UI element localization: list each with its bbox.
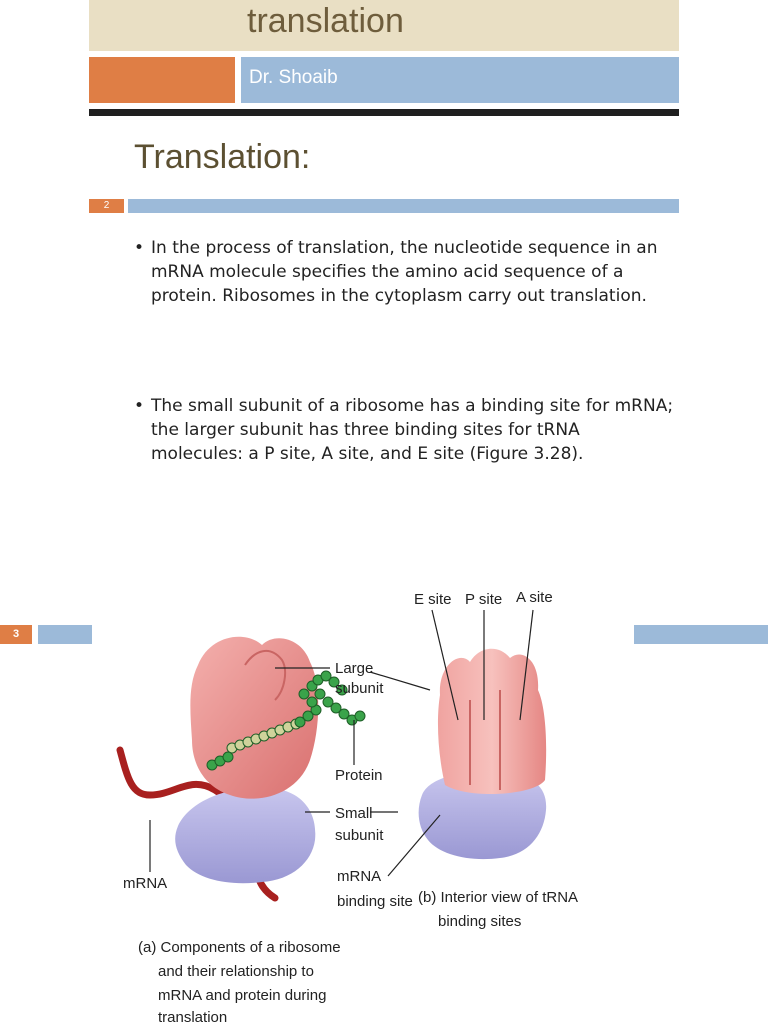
- bullet-text: In the process of translation, the nucle…: [151, 238, 658, 306]
- leader-lines: [149, 609, 534, 877]
- large-label: Large: [335, 660, 373, 677]
- ribosome-figure: E site P site A site Large subunit Prote…: [116, 590, 578, 1024]
- bullet-dot: •: [134, 396, 145, 416]
- amino-acid-bead: [336, 684, 348, 696]
- amino-acid-bead: [314, 688, 326, 700]
- small-subunit: [175, 787, 316, 884]
- slide-bar-left: [38, 625, 92, 644]
- mrna-binding-site-label-1: mRNA: [337, 868, 381, 885]
- amino-acid-bead: [306, 696, 318, 708]
- slide-heading: Translation:: [134, 138, 311, 176]
- caption-a-line-4: translation: [158, 1009, 227, 1024]
- amino-acid-bead: [302, 710, 314, 722]
- caption-a-line-2: and their relationship to: [158, 963, 314, 980]
- author-band: Dr. Shoaib: [241, 57, 679, 103]
- heading-underline-bar: [128, 199, 679, 213]
- deck-title: translation: [247, 2, 404, 40]
- header-divider: [89, 109, 679, 116]
- figure-labels: E site P site A site Large subunit Prote…: [123, 590, 578, 1024]
- amino-acid-bead: [328, 676, 340, 688]
- amino-acid-bead: [354, 710, 366, 722]
- a-site-label: A site: [516, 590, 553, 606]
- small-subunit-b: [418, 771, 547, 860]
- author-name: Dr. Shoaib: [249, 67, 338, 88]
- caption-b-line-1: (b) Interior view of tRNA: [418, 889, 578, 906]
- e-site-label: E site: [414, 591, 452, 608]
- slide-1: translation Dr. Shoaib Translation: 2 • …: [89, 0, 679, 466]
- large-subunit-label: subunit: [335, 680, 384, 697]
- mrna-binding-site-label-2: binding site: [337, 893, 413, 910]
- bullet-dot: •: [134, 238, 145, 258]
- amino-acid-bead: [294, 716, 306, 728]
- bullet-item-1: • In the process of translation, the nuc…: [134, 236, 674, 308]
- amino-acid-bead: [322, 696, 334, 708]
- small-subunit-label: subunit: [335, 827, 384, 844]
- ribosome-b: [418, 648, 547, 860]
- p-site-label: P site: [465, 591, 502, 608]
- slide-number-badge: 2: [89, 199, 124, 213]
- slide-bar-right: [634, 625, 768, 644]
- amino-acid-bead: [338, 708, 350, 720]
- large-subunit-b: [437, 648, 547, 795]
- bullet-text: The small subunit of a ribosome has a bi…: [151, 396, 674, 464]
- caption-a-line-1: (a) Components of a ribosome: [138, 939, 341, 956]
- orange-accent-block: [89, 57, 235, 103]
- amino-acid-bead: [222, 751, 234, 763]
- small-label: Small: [335, 805, 373, 822]
- title-band: translation: [89, 0, 679, 51]
- amino-acid-bead: [330, 702, 342, 714]
- mrna-label: mRNA: [123, 875, 167, 892]
- caption-b-line-2: binding sites: [438, 913, 521, 930]
- slide-number-badge: 3: [0, 625, 32, 644]
- bullet-item-2: • The small subunit of a ribosome has a …: [134, 394, 674, 466]
- protein-label: Protein: [335, 767, 383, 784]
- slide-2: 3: [0, 590, 768, 1024]
- amino-acid-bead: [298, 688, 310, 700]
- ribosome-a: [116, 636, 366, 902]
- caption-a-line-3: mRNA and protein during: [158, 987, 326, 1004]
- amino-acid-bead: [320, 670, 332, 682]
- protein-chain: [206, 670, 366, 771]
